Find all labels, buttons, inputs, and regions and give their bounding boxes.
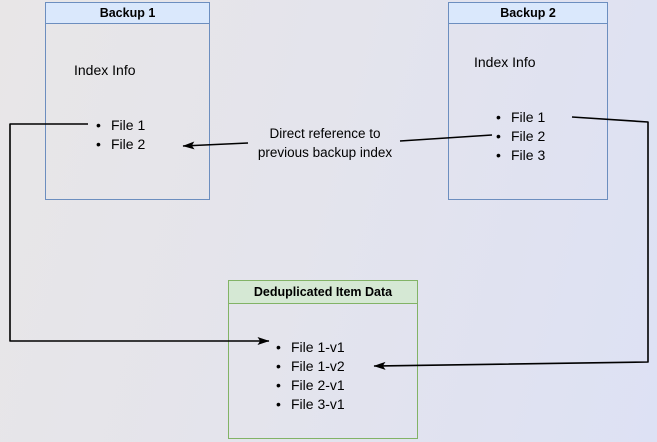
backup1-title: Backup 1 (46, 3, 209, 24)
bullet-icon: • (496, 128, 501, 144)
dedup-title: Deduplicated Item Data (229, 281, 417, 304)
bullet-icon: • (96, 136, 101, 152)
backup1-index-info-label: Index Info (74, 62, 136, 78)
dedup-file-list: • File 1-v1 • File 1-v2 • File 2-v1 • Fi… (276, 338, 345, 414)
annotation-line-1: Direct reference to (269, 126, 381, 141)
bullet-icon: • (276, 377, 281, 393)
bullet-icon: • (96, 117, 101, 133)
bullet-icon: • (276, 396, 281, 412)
backup1-file-list: • File 1 • File 2 (96, 116, 145, 154)
dedup-file-3v1: File 3-v1 (291, 396, 345, 412)
list-item: • File 1 (496, 108, 545, 127)
list-item: • File 1-v1 (276, 338, 345, 357)
backup2-file-1: File 1 (511, 109, 546, 125)
list-item: • File 1 (96, 116, 145, 135)
bullet-icon: • (496, 147, 501, 163)
list-item: • File 2 (96, 135, 145, 154)
bullet-icon: • (496, 109, 501, 125)
list-item: • File 3 (496, 146, 545, 165)
backup2-title: Backup 2 (449, 3, 607, 24)
backup1-node: Backup 1 (45, 2, 210, 200)
backup1-file-2: File 2 (111, 136, 146, 152)
dedup-file-1v1: File 1-v1 (291, 339, 345, 355)
backup2-file-list: • File 1 • File 2 • File 3 (496, 108, 545, 165)
backup1-file-1: File 1 (111, 117, 146, 133)
bullet-icon: • (276, 358, 281, 374)
bullet-icon: • (276, 339, 281, 355)
backup2-index-info-label: Index Info (474, 54, 536, 70)
dedup-file-2v1: File 2-v1 (291, 377, 345, 393)
annotation-line-2: previous backup index (257, 145, 393, 160)
list-item: • File 3-v1 (276, 395, 345, 414)
direct-reference-annotation: Direct reference to previous backup inde… (230, 124, 420, 162)
backup2-file-2: File 2 (511, 128, 546, 144)
dedup-file-1v2: File 1-v2 (291, 358, 345, 374)
list-item: • File 2-v1 (276, 376, 345, 395)
dedup-node: Deduplicated Item Data (228, 280, 418, 439)
list-item: • File 2 (496, 127, 545, 146)
list-item: • File 1-v2 (276, 357, 345, 376)
backup2-node: Backup 2 (448, 2, 608, 200)
backup2-file-3: File 3 (511, 147, 546, 163)
